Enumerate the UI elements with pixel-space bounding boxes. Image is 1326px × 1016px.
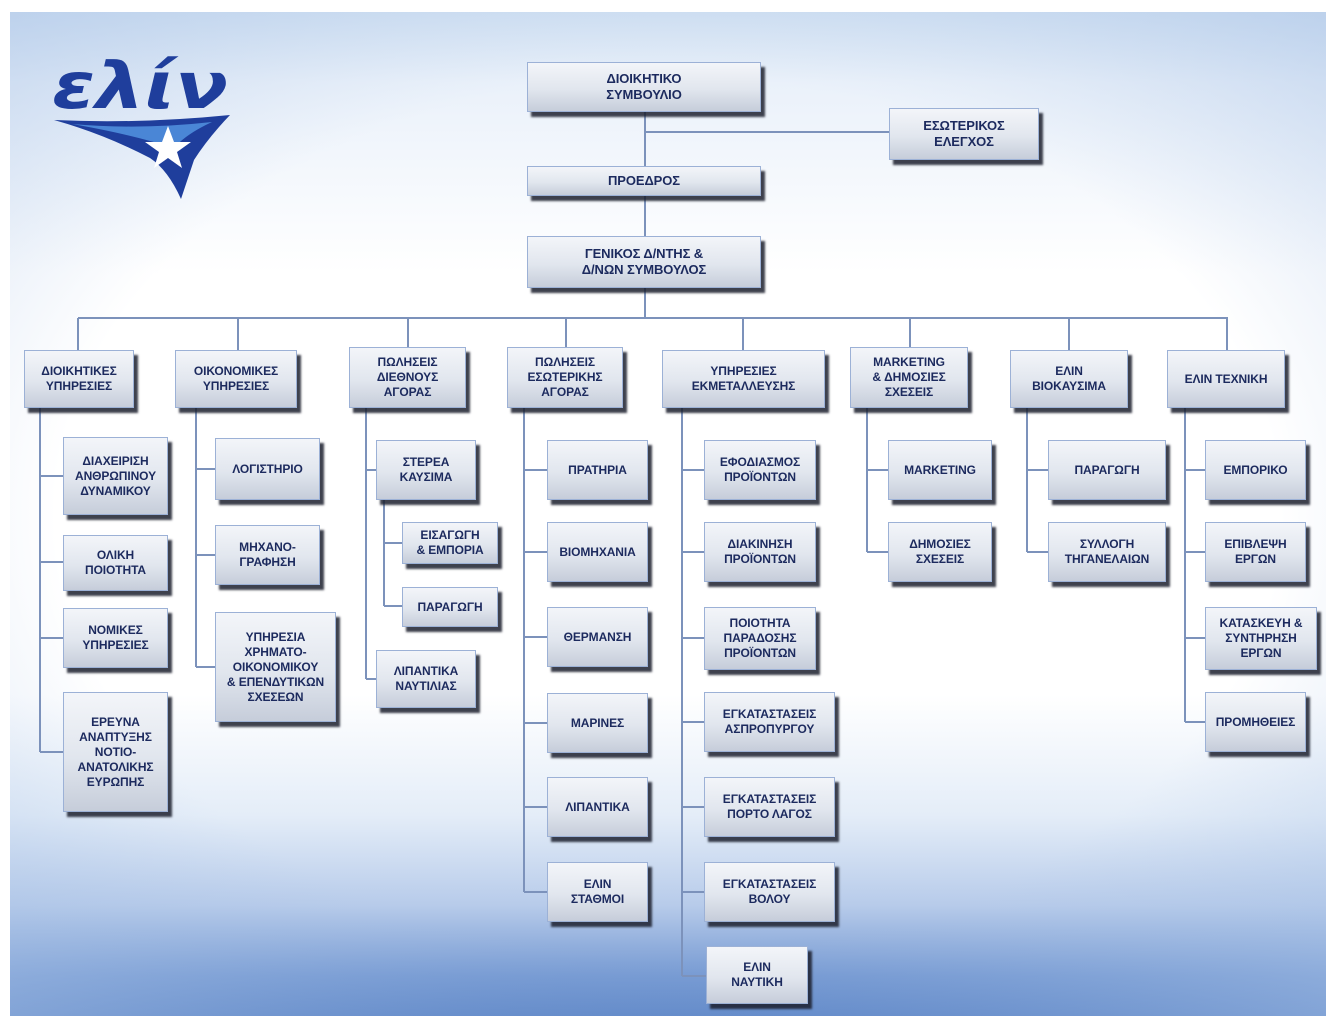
unit-petrol-stations: ΠΡΑΤΗΡΙΑ: [547, 440, 648, 500]
unit-heating: ΘΕΡΜΑΝΣΗ: [547, 607, 648, 667]
unit-lubricants: ΛΙΠΑΝΤΙΚΑ: [547, 777, 648, 837]
division-international-sales: ΠΩΛΗΣΕΙΣ ΔΙΕΘΝΟΥΣ ΑΓΟΡΑΣ: [349, 347, 466, 408]
node-ceo: ΓΕΝΙΚΟΣ Δ/ΝΤΗΣ & Δ/ΝΩΝ ΣΥΜΒΟΥΛΟΣ: [527, 236, 761, 288]
connector-division-bus: [77, 317, 1228, 350]
node-board-of-directors: ΔΙΟΙΚΗΤΙΚΟ ΣΥΜΒΟΥΛΙΟ: [527, 62, 761, 112]
unit-rnd-southeast-europe: ΕΡΕΥΝΑ ΑΝΑΠΤΥΞΗΣ ΝΟΤΙΟ- ΑΝΑΤΟΛΙΚΗΣ ΕΥΡΩΠ…: [63, 692, 168, 812]
connector-marketing-pr: [866, 408, 888, 553]
elin-logo: ελίν: [52, 50, 230, 199]
connector-financial-services: [195, 408, 215, 668]
division-operations: ΥΠΗΡΕΣΙΕΣ ΕΚΜΕΤΑΛΛΕΥΣΗΣ: [662, 350, 825, 408]
connector-international-sales: [365, 408, 402, 680]
node-internal-audit: ΕΣΩΤΕΡΙΚΟΣ ΕΛΕΓΧΟΣ: [889, 108, 1039, 160]
logo-wordmark: ελίν: [52, 50, 228, 124]
unit-procurement: ΠΡΟΜΗΘΕΙΕΣ: [1205, 692, 1306, 752]
unit-porto-lagos-facilities: ΕΓΚΑΤΑΣΤΑΣΕΙΣ ΠΟΡΤΟ ΛΑΓΟΣ: [704, 777, 835, 837]
connector-operations: [681, 408, 706, 977]
unit-product-supply: ΕΦΟΔΙΑΣΜΟΣ ΠΡΟΪΟΝΤΩΝ: [704, 440, 816, 500]
unit-product-distribution: ΔΙΑΚΙΝΗΣΗ ΠΡΟΪΟΝΤΩΝ: [704, 522, 816, 582]
division-elin-biofuels: ΕΛΙΝ ΒΙΟΚΑΥΣΙΜΑ: [1010, 350, 1128, 408]
unit-total-quality: ΟΛΙΚΗ ΠΟΙΟΤΗΤΑ: [63, 535, 168, 591]
unit-commercial: ΕΜΠΟΡΙΚΟ: [1205, 440, 1306, 500]
unit-delivery-quality: ΠΟΙΟΤΗΤΑ ΠΑΡΑΔΟΣΗΣ ΠΡΟΪΟΝΤΩΝ: [704, 607, 816, 670]
unit-treasury-investor-relations: ΥΠΗΡΕΣΙΑ ΧΡΗΜΑΤΟ- ΟΙΚΟΝΟΜΙΚΟΥ & ΕΠΕΝΔΥΤΙ…: [215, 612, 336, 722]
unit-legal-services: ΝΟΜΙΚΕΣ ΥΠΗΡΕΣΙΕΣ: [63, 608, 168, 668]
unit-solid-fuels: ΣΤΕΡΕΑ ΚΑΥΣΙΜΑ: [376, 440, 476, 500]
unit-used-cooking-oil-collection: ΣΥΛΛΟΓΗ ΤΗΓΑΝΕΛΑΙΩΝ: [1048, 522, 1166, 582]
division-administrative-services: ΔΙΟΙΚΗΤΙΚΕΣ ΥΠΗΡΕΣΙΕΣ: [24, 350, 134, 408]
unit-hr-management: ΔΙΑΧΕΙΡΙΣΗ ΑΝΘΡΩΠΙΝΟΥ ΔΥΝΑΜΙΚΟΥ: [63, 437, 168, 515]
unit-accounting: ΛΟΓΙΣΤΗΡΙΟ: [215, 438, 320, 500]
connector-elin-technical: [1184, 408, 1205, 723]
unit-marketing: MARKETING: [888, 440, 992, 500]
unit-aspropyrgos-facilities: ΕΓΚΑΤΑΣΤΑΣΕΙΣ ΑΣΠΡΟΠΥΡΓΟΥ: [704, 692, 835, 752]
subunit-import-trade: ΕΙΣΑΓΩΓΗ & ΕΜΠΟΡΙΑ: [402, 522, 498, 564]
division-elin-technical: ΕΛΙΝ ΤΕΧΝΙΚΗ: [1167, 350, 1285, 408]
unit-project-supervision: ΕΠΙΒΛΕΨΗ ΕΡΓΩΝ: [1205, 522, 1306, 582]
unit-biofuel-production: ΠΑΡΑΓΩΓΗ: [1048, 440, 1166, 500]
connector-domestic-sales: [523, 408, 547, 893]
connector-administrative-services: [39, 408, 63, 753]
logo-star-icon: [145, 126, 191, 168]
connector-top-hierarchy: [644, 112, 889, 318]
unit-public-relations: ΔΗΜΟΣΙΕΣ ΣΧΕΣΕΙΣ: [888, 522, 992, 582]
unit-volos-facilities: ΕΓΚΑΤΑΣΤΑΣΕΙΣ ΒΟΛΟΥ: [704, 862, 835, 922]
unit-elin-naftiki: ΕΛΙΝ ΝΑΥΤΙΚΗ: [706, 946, 808, 1004]
unit-construction-maintenance: ΚΑΤΑΣΚΕΥΗ & ΣΥΝΤΗΡΗΣΗ ΕΡΓΩΝ: [1205, 607, 1317, 670]
logo-swoosh-highlight: [72, 122, 212, 148]
unit-marine-lubricants: ΛΙΠΑΝΤΙΚΑ ΝΑΥΤΙΛΙΑΣ: [376, 650, 476, 708]
unit-industry: ΒΙΟΜΗΧΑΝΙΑ: [547, 522, 648, 582]
division-domestic-sales: ΠΩΛΗΣΕΙΣ ΕΣΩΤΕΡΙΚΗΣ ΑΓΟΡΑΣ: [507, 347, 623, 408]
division-financial-services: ΟΙΚΟΝΟΜΙΚΕΣ ΥΠΗΡΕΣΙΕΣ: [175, 350, 297, 408]
connector-elin-biofuels: [1026, 408, 1048, 553]
unit-it: ΜΗΧΑΝΟ- ΓΡΑΦΗΣΗ: [215, 525, 320, 585]
subunit-production: ΠΑΡΑΓΩΓΗ: [402, 587, 498, 627]
unit-elin-stations: ΕΛΙΝ ΣΤΑΘΜΟΙ: [547, 862, 648, 922]
unit-marinas: ΜΑΡΙΝΕΣ: [547, 693, 648, 753]
node-chairman: ΠΡΟΕΔΡΟΣ: [527, 166, 761, 196]
division-marketing-pr: MARKETING & ΔΗΜΟΣΙΕΣ ΣΧΕΣΕΙΣ: [850, 347, 968, 408]
